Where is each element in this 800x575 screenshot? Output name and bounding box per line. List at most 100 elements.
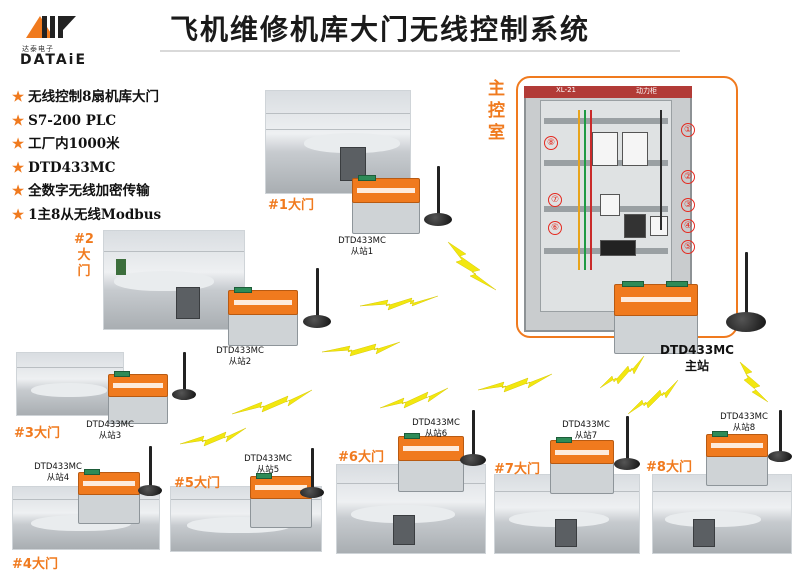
aircraft [31, 383, 107, 397]
antenna-mast [778, 410, 782, 458]
wireless-bolt [447, 241, 497, 291]
terminal-strip [256, 473, 272, 479]
hangar-beam [266, 129, 410, 130]
gate-label-4: #4大门 [12, 557, 58, 572]
antenna-mast [471, 410, 475, 462]
feature-text: 全数字无线加密传输 [28, 183, 150, 199]
gate-label-2: #2 大 门 [74, 232, 94, 279]
hangar-beam [653, 491, 791, 492]
callout-6: ⑥ [548, 221, 562, 235]
antenna-mast [310, 448, 314, 494]
gate-control-box [176, 287, 200, 319]
wireless-bolt [379, 387, 449, 409]
slave-radio-2 [228, 287, 298, 346]
antenna-icon [422, 160, 454, 226]
star-icon: ★ [12, 136, 25, 152]
relay-module [600, 194, 620, 216]
relay-module [650, 216, 668, 236]
wireless-bolt [321, 341, 401, 357]
cabinet-header-strip [524, 86, 692, 98]
callout-1: ① [681, 123, 695, 137]
hangar-photo-2 [103, 230, 245, 330]
antenna-icon [766, 404, 794, 462]
slave-radio-6 [398, 433, 464, 492]
master-role: 主站 [684, 359, 709, 373]
antenna-base [614, 458, 640, 470]
cabinet-wire [590, 110, 592, 270]
slave-radio-3 [108, 371, 168, 424]
wireless-bolt [477, 373, 553, 393]
contactor [624, 214, 646, 238]
terminal-strip [234, 287, 252, 293]
device-nameplate [357, 188, 415, 194]
aircraft [114, 271, 214, 291]
slave-model: DTD433MC [720, 412, 768, 422]
antenna-icon [170, 346, 198, 400]
antenna-base [138, 485, 162, 496]
antenna-base [172, 389, 196, 400]
slave-role: 从站5 [256, 465, 280, 475]
cabinet-tag: XL-21 [556, 86, 577, 94]
device-nameplate [555, 449, 609, 455]
slave-role: 从站7 [574, 431, 598, 441]
terminal-strip [666, 281, 688, 287]
callout-7: ⑦ [548, 193, 562, 207]
master-antenna-icon [724, 242, 768, 332]
slave-radio-7 [550, 437, 614, 494]
terminal-strip [84, 469, 100, 475]
gate-control-box [693, 519, 715, 547]
feature-text: 工厂内1000米 [28, 136, 120, 152]
terminal-block [600, 240, 636, 256]
slave-role: 从站3 [98, 431, 122, 441]
wireless-bolt [599, 355, 645, 389]
star-icon: ★ [12, 159, 25, 176]
wireless-bolt [231, 389, 313, 415]
terminal-strip [404, 433, 420, 439]
star-icon: ★ [12, 89, 25, 105]
hangar-beam [104, 251, 244, 252]
din-rail [544, 118, 668, 124]
wireless-bolt [627, 379, 679, 415]
antenna-base [424, 213, 452, 226]
feature-text: 1主8从无线Modbus [28, 206, 162, 223]
antenna-mast [744, 252, 748, 324]
star-icon: ★ [12, 112, 25, 129]
aircraft-tail [116, 259, 126, 275]
terminal-strip [622, 281, 644, 287]
slave-radio-8 [706, 431, 768, 486]
antenna-base [300, 487, 324, 498]
device-nameplate [254, 485, 308, 491]
slave-role: 从站1 [350, 247, 374, 257]
antenna-base [303, 315, 331, 328]
antenna-icon [136, 440, 164, 496]
antenna-icon [612, 410, 642, 470]
antenna-mast [148, 446, 152, 492]
antenna-icon [302, 262, 332, 328]
feature-item: ★工厂内1000米 [12, 133, 161, 157]
slave-model: DTD433MC [338, 236, 386, 246]
cabinet-wire [584, 110, 586, 270]
gate-control-box [393, 515, 415, 545]
antenna-icon [458, 404, 488, 466]
callout-3: ③ [681, 198, 695, 212]
slave-model: DTD433MC [412, 418, 460, 428]
main-control-room-label: 主控室 [488, 79, 505, 143]
device-nameplate [710, 443, 764, 449]
callout-8: ⑧ [544, 136, 558, 150]
callout-5: ⑤ [681, 240, 695, 254]
gate-label-1: #1大门 [268, 198, 314, 213]
device-nameplate [233, 300, 293, 306]
terminal-strip [358, 175, 376, 181]
slave-radio-5 [250, 473, 312, 528]
terminal-strip [114, 371, 130, 377]
slave-role: 从站6 [424, 429, 448, 439]
wireless-bolt [179, 427, 247, 447]
hangar-photo-3 [16, 352, 124, 416]
feature-text: 无线控制8扇机库大门 [28, 89, 160, 105]
antenna-mast [436, 166, 440, 220]
gate-label-6: #6大门 [338, 450, 384, 465]
circuit-breaker [622, 132, 648, 166]
feature-item: ★DTD433MC [12, 157, 161, 181]
